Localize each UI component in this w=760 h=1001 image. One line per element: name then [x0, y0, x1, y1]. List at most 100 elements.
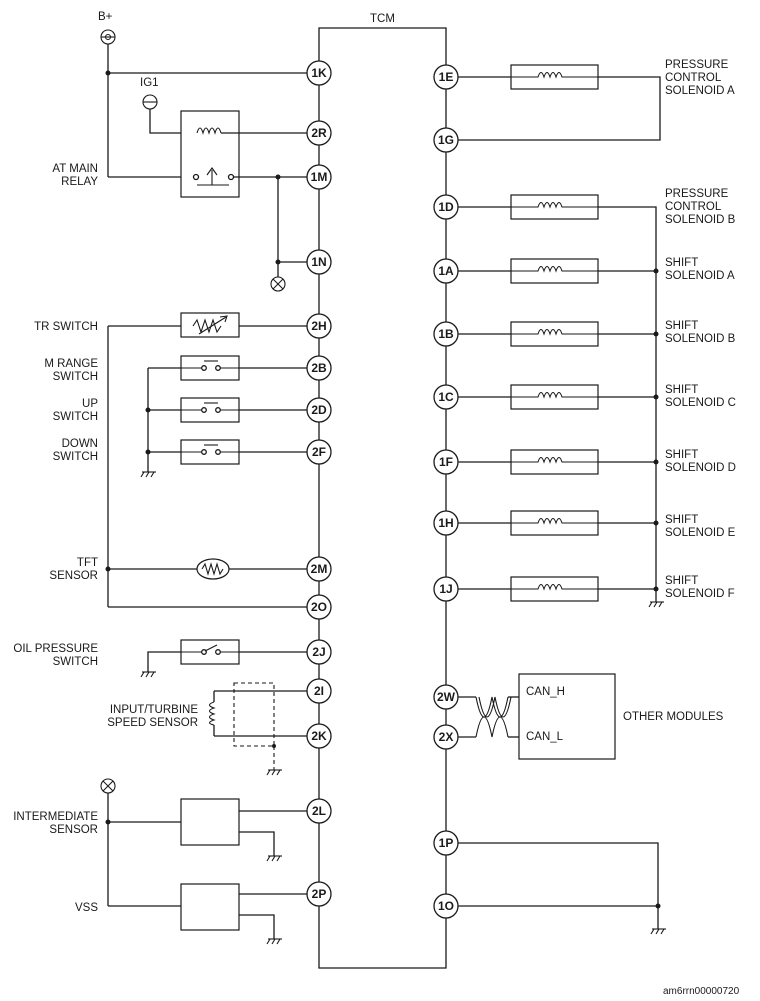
solenoid-coil	[510, 449, 599, 475]
tcm-pin-label: 1C	[438, 390, 454, 404]
shift-solenoid-f-label: SHIFT	[665, 575, 698, 587]
ground-icon	[648, 601, 664, 608]
can-h-label: CAN_H	[526, 686, 565, 698]
tcm-pin: 1P	[433, 830, 459, 856]
tcm-pin-label: 1D	[438, 200, 454, 214]
up-switch-label: SWITCH	[53, 411, 98, 423]
tcm-pin-label: 1K	[311, 66, 327, 80]
down-switch	[180, 439, 240, 465]
solenoid-coil	[510, 258, 599, 284]
tcm-pin: 1A	[433, 258, 459, 284]
tcm-pin: 2O	[306, 594, 332, 620]
solenoid-coil	[510, 384, 599, 410]
tcm-pin-label: 1B	[438, 327, 454, 341]
tcm-pin: 2R	[306, 120, 332, 146]
solenoid-coil	[510, 510, 599, 536]
tcm-pin-label: 1P	[439, 836, 454, 850]
shift-solenoid-c-label: SHIFT	[665, 384, 698, 396]
tcm-pin: 2W	[433, 684, 459, 710]
shift-solenoid-f-label: SOLENOID F	[665, 588, 735, 600]
tcm-pin-label: 2J	[312, 645, 325, 659]
tcm-pin-label: 2M	[311, 562, 328, 576]
solenoid-coil	[510, 194, 599, 220]
tcm-body	[318, 27, 447, 969]
oil-pressure-switch-label: SWITCH	[53, 656, 98, 668]
tcm-pin-label: 1N	[311, 255, 326, 269]
tcm-pin: 2H	[306, 313, 332, 339]
tcm-pin: 1G	[433, 127, 459, 153]
tcm-pin-label: 1E	[439, 70, 454, 84]
other-modules-label: OTHER MODULES	[623, 711, 724, 723]
other-modules-box	[518, 673, 616, 760]
pressure-control-solenoid-a-label: CONTROL	[665, 72, 722, 84]
tcm-pin-label: 2K	[311, 729, 327, 743]
tcm-pin-label: 1M	[311, 170, 328, 184]
tcm-pin-label: 2R	[311, 126, 327, 140]
intermediate-sensor-label: INTERMEDIATE	[13, 811, 98, 823]
at-main-relay-label: AT MAIN	[52, 163, 98, 175]
tft-sensor-label: SENSOR	[49, 570, 98, 582]
tcm-pin-label: 2H	[311, 319, 326, 333]
vss-box	[180, 883, 240, 931]
tcm-pin: 1F	[433, 449, 459, 475]
ground-icon	[140, 671, 156, 678]
oil-pressure-switch	[180, 639, 240, 665]
tcm-pin-label: 1O	[438, 899, 454, 913]
tcm-pin-label: 1G	[438, 133, 454, 147]
shift-solenoid-a-label: SHIFT	[665, 257, 698, 269]
tcm-pin: 1H	[433, 510, 459, 536]
figure-code: am6rrn00000720	[663, 986, 740, 997]
solenoid-coil	[510, 576, 599, 602]
tcm-pin-label: 1A	[438, 264, 454, 278]
can-l-label: CAN_L	[526, 731, 564, 743]
tft-thermistor	[196, 558, 230, 580]
tr-switch-resistor	[180, 312, 240, 338]
intermediate-sensor-box	[180, 798, 240, 846]
m-range-switch-label: SWITCH	[53, 371, 98, 383]
tr-switch-label: TR SWITCH	[34, 321, 98, 333]
up-switch	[180, 397, 240, 423]
shield-box	[233, 682, 275, 747]
shift-solenoid-d-label: SOLENOID D	[665, 462, 736, 474]
pressure-control-solenoid-b-label: CONTROL	[665, 201, 722, 213]
vss-label: VSS	[75, 902, 98, 914]
ignition-terminal-icon	[142, 94, 158, 110]
tcm-pin: 2K	[306, 723, 332, 749]
tcm-pin: 2L	[306, 798, 332, 824]
shift-solenoid-c-label: SOLENOID C	[665, 397, 736, 409]
intermediate-sensor-label: SENSOR	[49, 824, 98, 836]
m-range-switch	[180, 355, 240, 381]
tcm-pin: 2X	[433, 724, 459, 750]
solenoid-coil	[510, 321, 599, 347]
tcm-pin-label: 1H	[438, 516, 453, 530]
tcm-pin: 2P	[306, 881, 332, 907]
tcm-pin: 1N	[306, 249, 332, 275]
tcm-pin: 2J	[306, 639, 332, 665]
shift-solenoid-b-label: SHIFT	[665, 320, 698, 332]
tcm-pin-label: 2X	[439, 730, 454, 744]
tcm-pin: 1D	[433, 194, 459, 220]
tcm-pin: 2M	[306, 556, 332, 582]
speed-sensor-label: INPUT/TURBINE	[110, 704, 199, 716]
at-main-relay	[180, 110, 307, 198]
solenoid-coil	[510, 64, 599, 90]
tft-sensor-label: TFT	[77, 557, 98, 569]
indicator-lamp-icon	[270, 276, 286, 292]
oil-pressure-switch-label: OIL PRESSURE	[13, 643, 98, 655]
tcm-pin-label: 2F	[312, 445, 326, 459]
speed-sensor-coil	[208, 690, 307, 737]
tcm-pin: 1M	[306, 164, 332, 190]
tcm-pin-label: 1F	[439, 455, 453, 469]
tcm-pin: 1E	[433, 64, 459, 90]
pressure-control-solenoid-b-label: SOLENOID B	[665, 214, 736, 226]
tcm-pin: 1B	[433, 321, 459, 347]
tcm-pin-label: 2I	[314, 684, 324, 698]
shift-solenoid-e-label: SOLENOID E	[665, 527, 736, 539]
tcm-title: TCM	[370, 13, 395, 25]
tcm-pin-label: 2B	[311, 361, 327, 375]
tcm-pin-label: 1J	[439, 582, 452, 596]
pressure-control-solenoid-a-label: PRESSURE	[665, 59, 729, 71]
ground-icon	[650, 928, 666, 935]
pressure-control-solenoid-b-label: PRESSURE	[665, 188, 729, 200]
